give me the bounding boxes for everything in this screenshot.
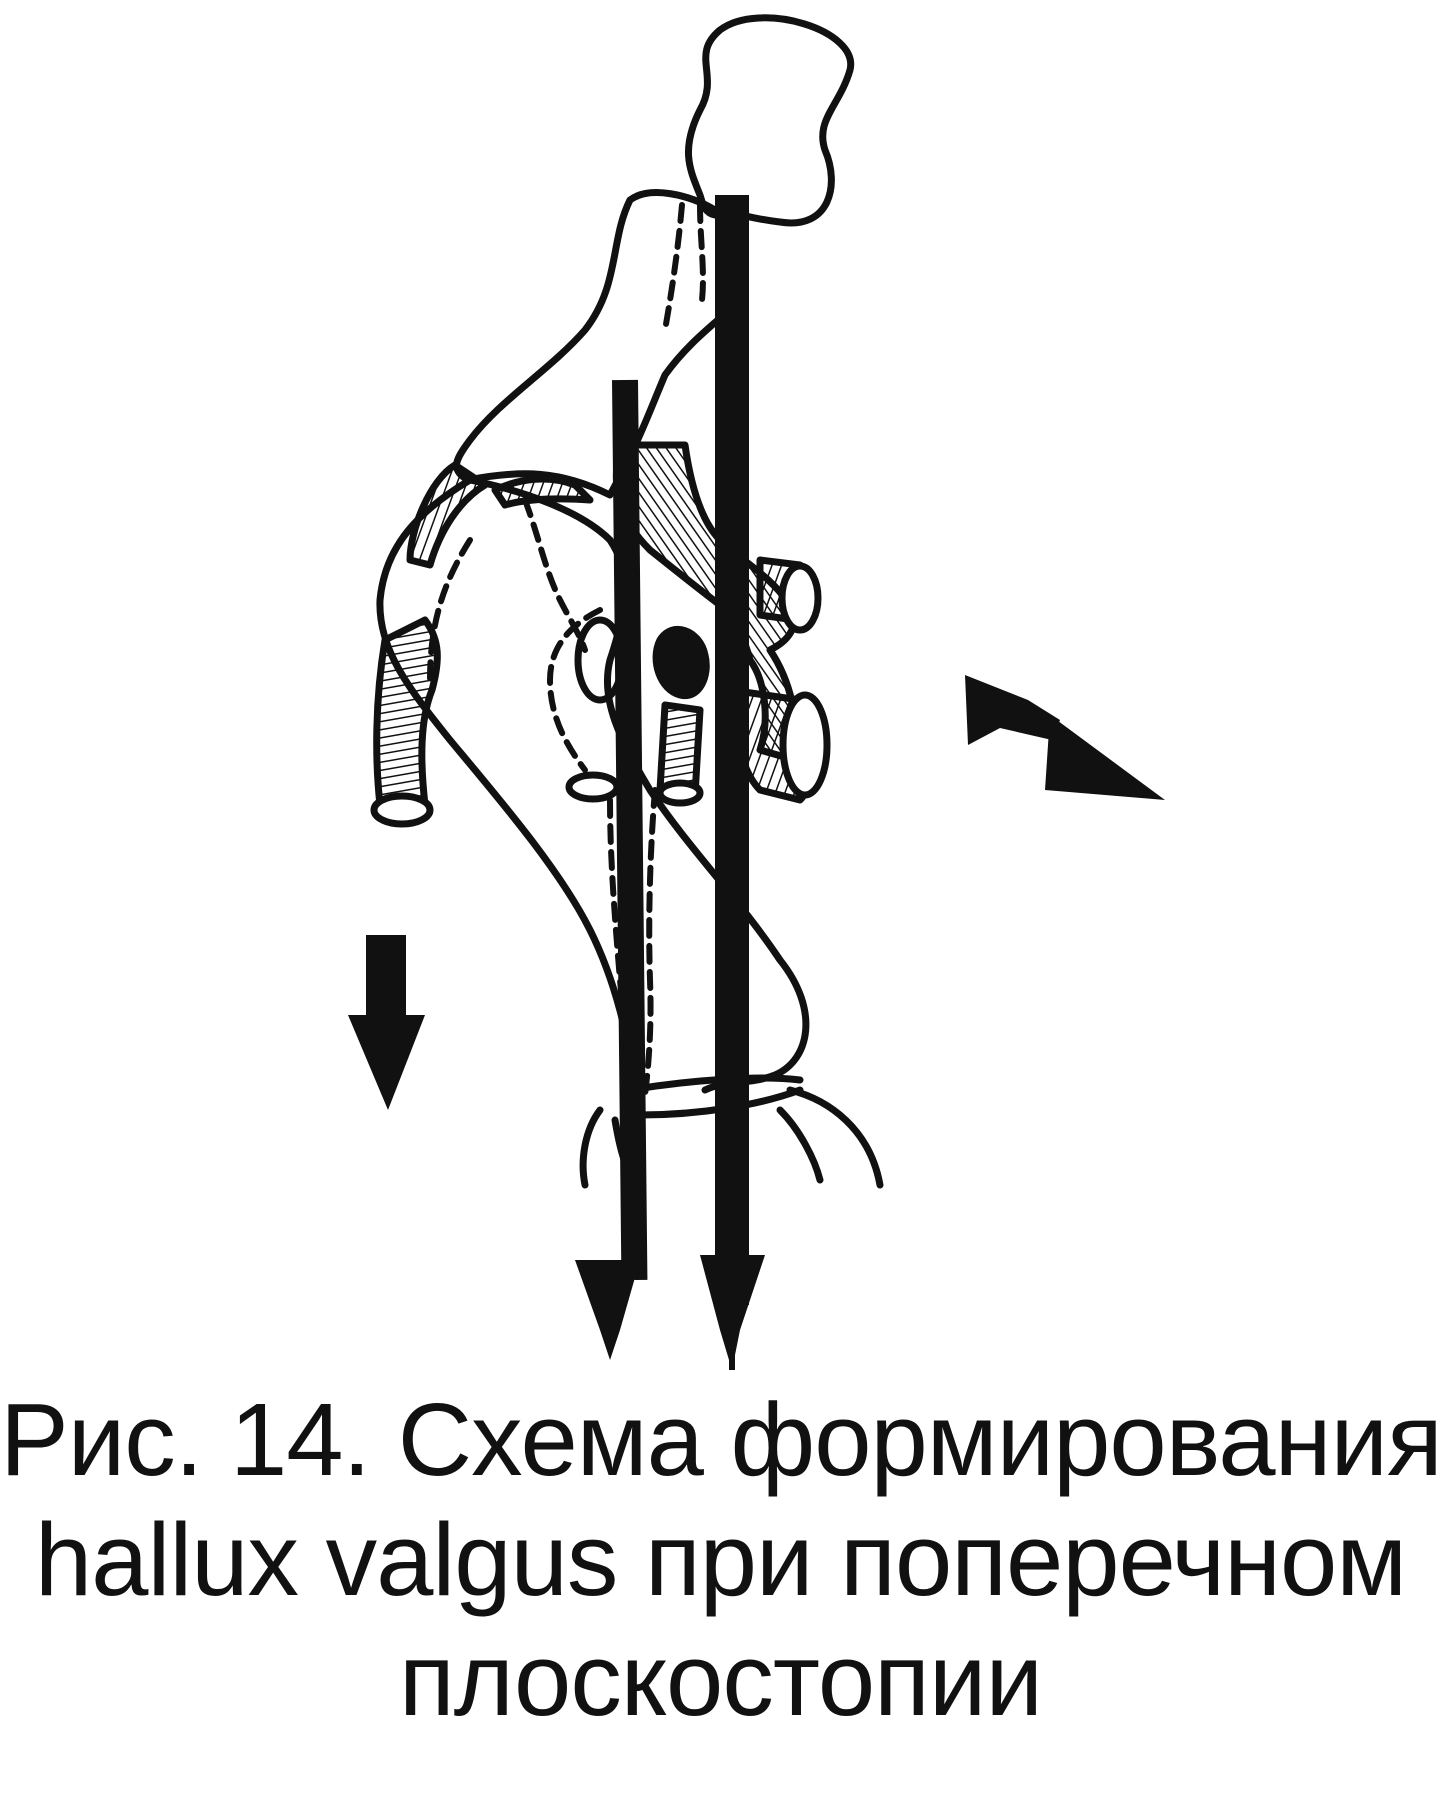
lateral-sesamoid bbox=[652, 625, 710, 700]
adductor-tendon-upper bbox=[491, 475, 594, 509]
secondary-axis-arrowhead bbox=[575, 1260, 640, 1360]
dashed-inner-contour bbox=[546, 607, 603, 773]
small-oval bbox=[565, 771, 621, 803]
left-tendon-end bbox=[370, 792, 434, 828]
metatarsal-inner-contour bbox=[466, 476, 810, 1094]
secondary-axis-line bbox=[612, 379, 648, 1281]
caption-line-1: Рис. 14. Схема формирования bbox=[0, 1382, 1441, 1497]
upper-tendon-end bbox=[778, 562, 822, 634]
first-metatarsal bbox=[376, 476, 639, 1099]
abductor-tendon bbox=[406, 461, 489, 569]
caption-line-3: плоскостопии bbox=[399, 1622, 1043, 1737]
arrow-down-icon bbox=[348, 935, 425, 1110]
arrow-down-right-icon bbox=[965, 675, 1165, 800]
dashed-metatarsal-contour bbox=[427, 537, 473, 683]
lower-tendon-end bbox=[779, 691, 831, 799]
left-tendon-stump bbox=[373, 616, 441, 809]
bottom-tendon-end bbox=[656, 779, 704, 807]
distal-phalanx bbox=[684, 14, 855, 227]
dashed-sesamoid-contour bbox=[522, 497, 588, 653]
figure-caption: Рис. 14. Схема формирования hallux valgu… bbox=[0, 1380, 1441, 1740]
proximal-phalanx bbox=[453, 189, 744, 499]
main-axis-line bbox=[715, 195, 749, 1305]
dashed-phalanx-contour bbox=[662, 202, 706, 333]
dashed-shaft-right bbox=[642, 787, 658, 1098]
caption-line-2: hallux valgus при поперечном bbox=[34, 1502, 1407, 1617]
